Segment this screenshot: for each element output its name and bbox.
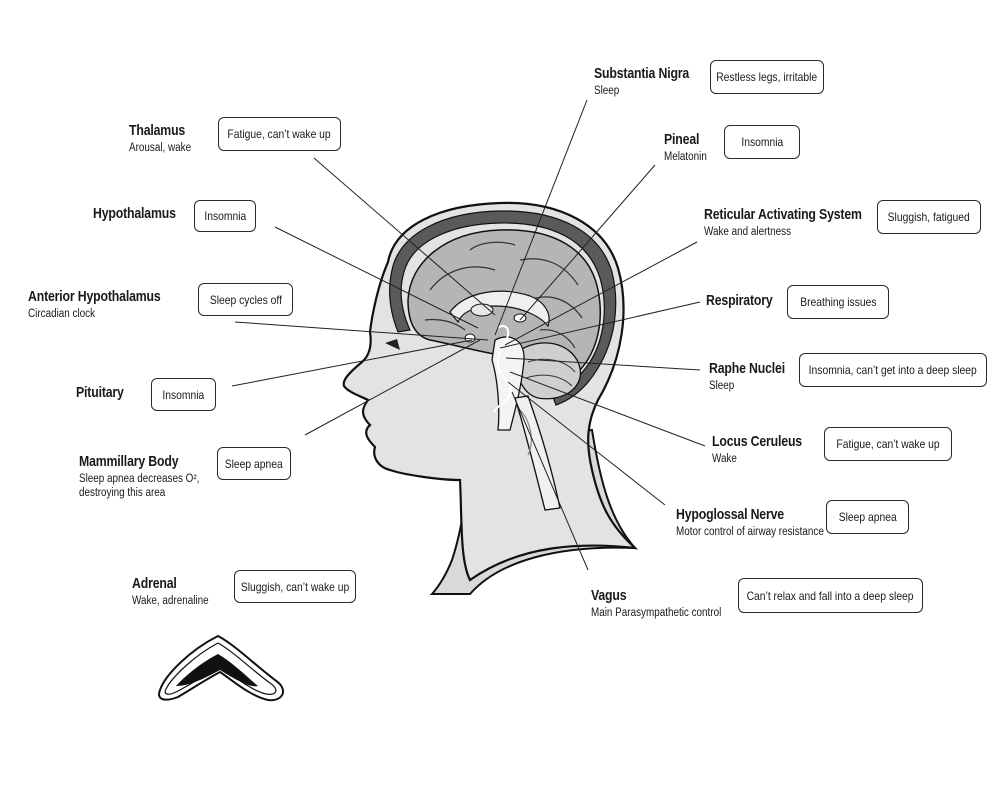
region-desc-2: destroying this area	[79, 487, 166, 500]
label-respiratory: Respiratory	[706, 292, 787, 309]
region-name: Mammillary Body	[79, 453, 179, 470]
region-name: Thalamus	[129, 122, 186, 139]
adrenal-medulla	[176, 654, 258, 687]
region-desc: Wake and alertness	[704, 226, 792, 239]
symptom-text: Sluggish, fatigued	[887, 210, 971, 224]
label-raphe-nuclei: Raphe Nuclei Sleep	[709, 360, 802, 393]
region-desc: Melatonin	[664, 151, 707, 164]
symptom-text: Insomnia	[162, 387, 205, 402]
label-pineal: Pineal Melatonin	[664, 131, 714, 164]
label-substantia-nigra: Substantia Nigra Sleep	[594, 65, 710, 98]
label-hypoglossal: Hypoglossal Nerve Motor control of airwa…	[676, 506, 848, 539]
symptom-text: Sleep cycles off	[209, 292, 282, 307]
symptom-text: Insomnia	[741, 135, 783, 149]
symptom-text: Fatigue, can’t wake up	[227, 127, 332, 141]
region-desc: Main Parasympathetic control	[591, 607, 722, 620]
region-name: Pituitary	[76, 384, 124, 401]
symptom-box-respiratory: Breathing issues	[787, 285, 889, 319]
label-anterior-hypothalamus: Anterior Hypothalamus Circadian clock	[28, 288, 190, 321]
region-desc: Wake, adrenaline	[132, 595, 209, 608]
label-adrenal: Adrenal Wake, adrenaline	[132, 575, 221, 608]
symptom-text: Fatigue, can’t wake up	[836, 437, 940, 451]
symptom-text: Sleep apnea	[838, 510, 897, 524]
region-desc: Circadian clock	[28, 308, 96, 321]
region-name: Respiratory	[706, 292, 773, 309]
symptom-text: Sluggish, can’t wake up	[240, 579, 350, 594]
adrenal-gland-ring	[164, 642, 277, 695]
symptom-text: Insomnia	[204, 209, 246, 223]
brainstem-highlight	[493, 324, 512, 413]
symptom-box-raphe-nuclei: Insomnia, can’t get into a deep sleep	[799, 353, 987, 387]
symptom-box-pineal: Insomnia	[724, 125, 800, 159]
label-pituitary: Pituitary	[76, 384, 134, 401]
region-name: Hypoglossal Nerve	[676, 506, 784, 523]
region-name: Substantia Nigra	[594, 65, 690, 82]
symptom-text: Breathing issues	[799, 295, 877, 309]
symptom-box-ras: Sluggish, fatigued	[877, 200, 981, 234]
symptom-box-hypothalamus: Insomnia	[194, 200, 256, 232]
region-desc: Sleep	[594, 85, 620, 98]
symptom-box-anterior-hypothalamus: Sleep cycles off	[198, 283, 293, 316]
eye-icon	[385, 339, 400, 350]
label-hypothalamus: Hypothalamus	[93, 205, 194, 222]
symptom-text: Insomnia, can’t get into a deep sleep	[808, 363, 978, 377]
symptom-text: Can’t relax and fall into a deep sleep	[747, 588, 914, 603]
region-desc: Motor control of airway resistance	[676, 526, 824, 539]
symptom-box-substantia-nigra: Restless legs, irritable	[710, 60, 824, 94]
symptom-box-pituitary: Insomnia	[151, 378, 216, 411]
region-name: Locus Ceruleus	[712, 433, 802, 450]
symptom-box-mammillary-body: Sleep apnea	[217, 447, 291, 480]
region-name: Pineal	[664, 131, 700, 148]
label-vagus: Vagus Main Parasympathetic control	[591, 587, 742, 620]
symptom-text: Restless legs, irritable	[716, 70, 818, 84]
symptom-box-hypoglossal: Sleep apnea	[826, 500, 909, 534]
label-locus-ceruleus: Locus Ceruleus Wake	[712, 433, 822, 466]
region-name: Reticular Activating System	[704, 206, 862, 223]
symptom-box-thalamus: Fatigue, can’t wake up	[218, 117, 341, 151]
region-desc: Arousal, wake	[129, 142, 192, 155]
symptom-box-vagus: Can’t relax and fall into a deep sleep	[738, 578, 923, 613]
ear-hint	[519, 409, 532, 456]
region-name: Hypothalamus	[93, 205, 176, 222]
region-name: Adrenal	[132, 575, 177, 592]
symptom-box-locus-ceruleus: Fatigue, can’t wake up	[824, 427, 952, 461]
label-ras: Reticular Activating System Wake and ale…	[704, 206, 896, 239]
region-desc: Sleep	[709, 380, 735, 393]
leader-lines	[231, 99, 706, 571]
skull-band	[388, 210, 617, 406]
cerebellum-folds	[525, 358, 576, 387]
label-thalamus: Thalamus Arousal, wake	[129, 122, 201, 155]
region-desc: Wake	[712, 453, 737, 466]
region-name: Vagus	[591, 587, 627, 604]
region-name: Anterior Hypothalamus	[28, 288, 161, 305]
label-mammillary-body: Mammillary Body Sleep apnea decreases O²…	[79, 453, 219, 501]
symptom-text: Sleep apnea	[225, 456, 283, 471]
region-name: Raphe Nuclei	[709, 360, 785, 377]
symptom-box-adrenal: Sluggish, can’t wake up	[234, 570, 356, 603]
region-desc: Sleep apnea decreases O²,	[79, 473, 200, 486]
